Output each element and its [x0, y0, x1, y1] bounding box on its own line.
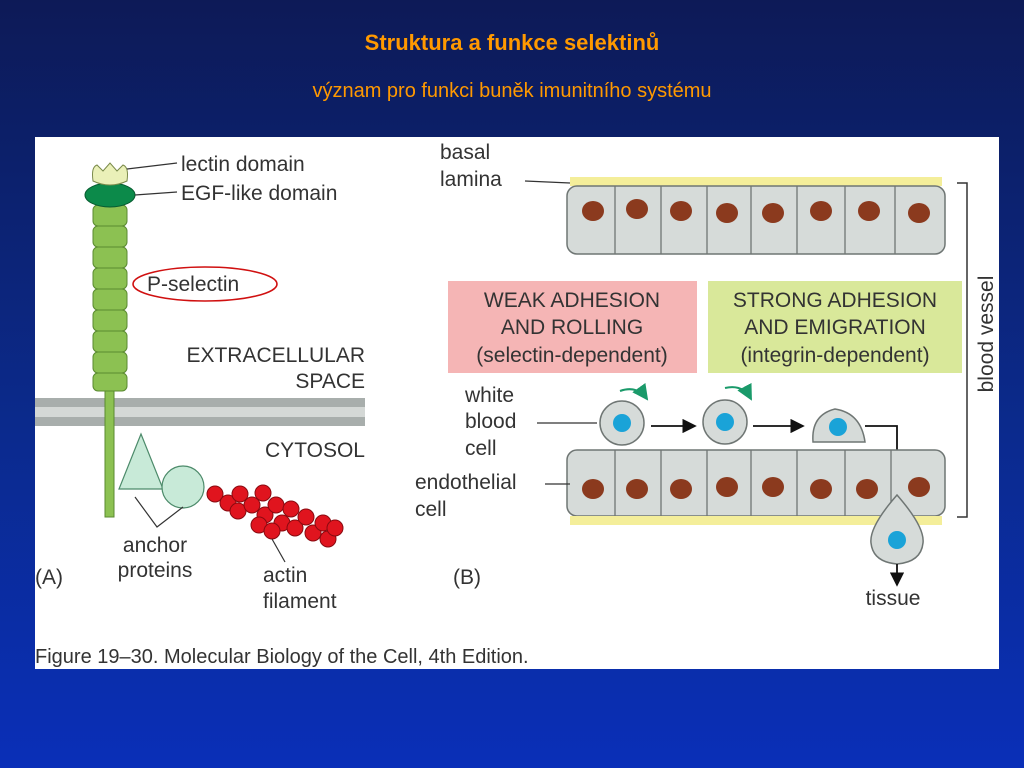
weak-adhesion-line-3: (selectin-dependent) — [476, 344, 667, 367]
strong-adhesion-box — [708, 281, 962, 373]
endothelium-bottom — [566, 449, 946, 517]
weak-adhesion-box — [448, 281, 697, 373]
strong-adhesion-line-2: AND EMIGRATION — [744, 316, 926, 339]
p-selectin-label: P-selectin — [147, 273, 239, 296]
plasma-membrane — [35, 398, 365, 426]
extracellular-label-2: SPACE — [295, 370, 365, 393]
endothelial-label-1: endothelial — [415, 471, 517, 494]
endothelium-top — [566, 185, 946, 255]
weak-adhesion-line-2: AND ROLLING — [501, 316, 643, 339]
p-selectin-highlight — [132, 266, 278, 302]
blood-vessel-bracket — [957, 182, 968, 518]
anchor-label-2: proteins — [118, 559, 193, 582]
strong-adhesion-line-1: STRONG ADHESION — [733, 289, 937, 312]
cytosol-label: CYTOSOL — [265, 439, 365, 462]
anchor-protein-circle — [161, 465, 205, 509]
basal-lamina-top — [570, 177, 942, 186]
consensus-repeats — [92, 204, 128, 392]
wbc-label-3: cell — [465, 437, 497, 460]
blood-vessel-label: blood vessel — [975, 276, 998, 393]
panel-a-label: (A) — [35, 566, 63, 589]
white-blood-cells — [599, 399, 866, 446]
basal-label-2: lamina — [440, 168, 502, 191]
egf-domain-shape — [84, 182, 136, 208]
slide-title: Struktura a funkce selektinů — [364, 30, 660, 55]
actin-label-2: filament — [263, 590, 337, 613]
selectin-diagram: lectin domain EGF-like domain P-selectin… — [35, 141, 998, 668]
emigrating-cell-nucleus — [888, 531, 906, 549]
extracellular-label-1: EXTRACELLULAR — [186, 344, 365, 367]
tissue-label: tissue — [866, 587, 921, 610]
weak-adhesion-line-1: WEAK ADHESION — [484, 289, 660, 312]
strong-adhesion-line-3: (integrin-dependent) — [740, 344, 929, 367]
actin-filament — [206, 484, 344, 548]
slide-subtitle: význam pro funkci buněk imunitního systé… — [312, 80, 712, 102]
transmembrane-stalk — [104, 388, 115, 518]
lectin-domain-shape — [92, 162, 128, 186]
anchor-label-1: anchor — [123, 534, 187, 557]
endothelial-label-2: cell — [415, 498, 447, 521]
wbc-label-1: white — [464, 384, 514, 407]
figure-panel: lectin domain EGF-like domain P-selectin… — [35, 137, 999, 669]
anchor-protein-triangle — [118, 432, 164, 490]
basal-label-1: basal — [440, 141, 490, 164]
panel-b-label: (B) — [453, 566, 481, 589]
figure-caption: Figure 19–30. Molecular Biology of the C… — [35, 646, 529, 668]
basal-lamina-bottom — [570, 516, 942, 525]
wbc-label-2: blood — [465, 410, 516, 433]
actin-label-1: actin — [263, 564, 307, 587]
lectin-domain-label: lectin domain — [181, 153, 305, 176]
egf-domain-label: EGF-like domain — [181, 182, 337, 205]
